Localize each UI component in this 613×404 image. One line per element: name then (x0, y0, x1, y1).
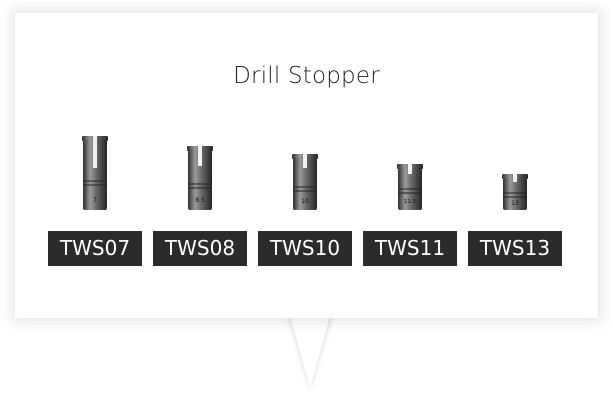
product-label-tws08: TWS08 (153, 231, 247, 266)
product-tws11: 11.5 TWS11 (363, 121, 457, 268)
product-tws13: 13 TWS13 (468, 121, 562, 268)
product-tws10: 10 TWS10 (258, 121, 352, 268)
callout-pointer (288, 316, 332, 390)
product-label-tws10: TWS10 (258, 231, 352, 266)
drill-stopper-tws07-image: 7 (82, 136, 108, 210)
callout-title: Drill Stopper (233, 63, 380, 89)
tws08-marking: 8.5 (195, 197, 205, 204)
tws07-marking: 7 (93, 197, 97, 204)
drill-stopper-tws08-image: 8.5 (187, 146, 213, 210)
drill-stopper-tws11-image: 11.5 (397, 164, 423, 210)
product-tws07: 7 TWS07 (48, 121, 142, 268)
tws11-marking: 11.5 (404, 199, 417, 205)
drill-stopper-callout: Drill Stopper 7 TWS07 (15, 13, 598, 318)
tws13-marking: 13 (511, 200, 519, 207)
drill-stopper-tws10-image: 10 (292, 154, 318, 210)
drill-stopper-tws13-image: 13 (502, 174, 528, 210)
product-label-tws13: TWS13 (468, 231, 562, 266)
product-tws08: 8.5 TWS08 (153, 121, 247, 268)
product-label-tws11: TWS11 (363, 231, 457, 266)
tws10-marking: 10 (301, 198, 309, 205)
product-label-tws07: TWS07 (48, 231, 142, 266)
